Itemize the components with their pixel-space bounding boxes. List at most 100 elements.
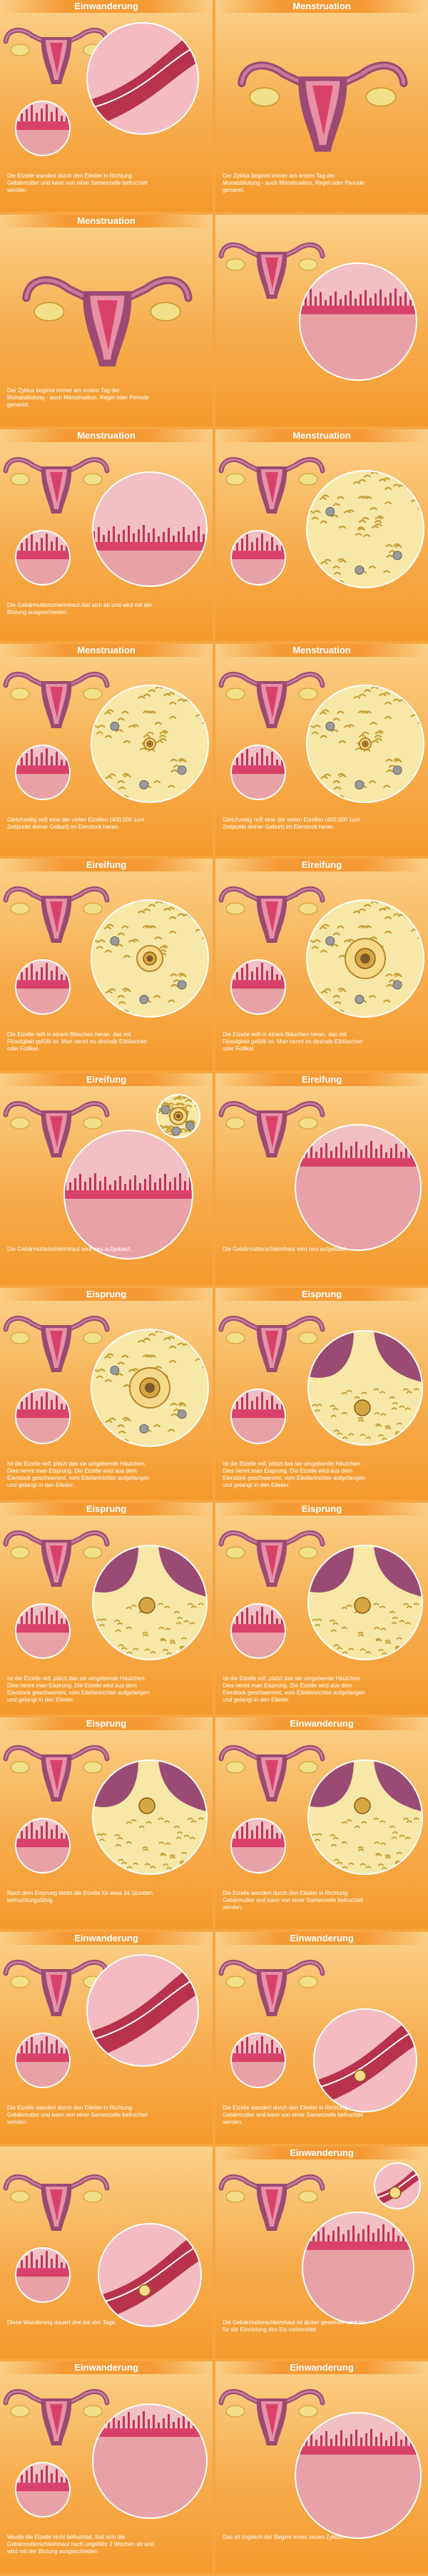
panel-title: Menstruation [215,644,428,657]
panel-title: Einwanderung [0,2361,213,2374]
lining-zoom-circle [231,1819,285,1873]
uterus-diagram-small [3,1530,110,1587]
uterus-diagram-small [218,672,325,728]
panel-6: Menstruation [215,429,428,641]
panel-caption: Die Eizelle wandert durch den Eileiter i… [7,173,148,193]
panel-illustration [3,22,199,156]
panel-title: Eireifung [215,859,428,872]
panel-illustration [218,886,424,1018]
panel-illustration [3,886,209,1018]
uterus-diagram-small [3,886,110,943]
ovary-zoom-circle [91,1329,208,1446]
panel-4 [215,215,428,426]
panel-caption: Der Zyklus beginnt immer am ersten Tag d… [223,173,365,193]
lining-zoom-circle [93,2404,207,2518]
panel-title: Eisprung [215,1503,428,1516]
lining-zoom-circle [16,531,70,585]
uterus-diagram-small [218,1745,325,1801]
uterus-diagram-small [218,2174,325,2231]
panel-illustration [3,1954,199,2088]
panel-illustration [3,1094,200,1259]
lining-zoom-circle [231,1604,285,1658]
panel-caption: Ist die Eizelle reif, platzt das sie umg… [223,1675,365,1703]
uterus-diagram-small [3,2174,110,2231]
ovulation-zoom-circle [93,1545,207,1660]
ovary-zoom-circle [157,1095,200,1138]
uterus-diagram-small [3,1316,110,1372]
lining-zoom-circle [64,1130,193,1259]
ovary-zoom-circle [307,471,424,588]
panel-illustration [3,672,209,803]
tube-zoom-circle [374,2163,420,2209]
uterus-diagram-small [3,2389,110,2445]
ovary-zoom-circle [91,900,208,1017]
panel-title: Eisprung [215,1288,428,1301]
panel-caption: Gleichzeitig reift eine der vielen Eizel… [7,817,145,830]
panel-illustration [218,242,417,381]
panel-illustration [218,457,424,588]
uterus-diagram-small [22,276,193,367]
panel-caption: Wurde die Eizelle nicht befruchtet, löst… [7,2534,154,2555]
panel-illustration [218,1745,423,1875]
panel-title: Eireifung [215,1073,428,1086]
panel-title: Einwanderung [215,2361,428,2374]
panel-illustration [218,1316,423,1446]
uterus-diagram-small [218,886,325,943]
panel-caption: Ist die Eizelle reif, platzt das sie umg… [223,1461,365,1488]
tube-zoom-circle [87,23,198,134]
panel-caption: Die Gebärmutterschleimhaut löst sich ab … [7,602,153,615]
panel-title: Eireifung [0,859,213,872]
panel-illustration [238,61,408,152]
lining-zoom-circle [16,101,70,155]
ovulation-zoom-circle [308,1331,422,1445]
panel-caption: Ist die Eizelle reif, platzt das sie umg… [7,1675,150,1703]
uterus-diagram-small [3,1745,110,1801]
panel-caption: Die Eizelle wandert durch den Eileiter i… [223,2105,364,2125]
lining-zoom-circle [231,2033,285,2087]
panel-title: Einwanderung [215,1932,428,1945]
tube-zoom-circle [87,1955,198,2066]
panel-caption: Gleichzeitig reift eine der vielen Eizel… [223,817,360,830]
panel-illustration [3,1316,209,1447]
panel-caption: Der Zyklus beginnt immer am ersten Tag d… [7,387,149,408]
panel-title: Eireifung [0,1073,213,1086]
panel-illustration [3,2389,208,2519]
panel-title: Einwanderung [0,1932,213,1945]
ovulation-zoom-circle [308,1545,422,1660]
panel-illustration [3,2174,202,2327]
panel-21: Diese Wanderung dauert drei bis vier Tag… [0,2147,213,2358]
panel-title: Eisprung [0,1288,213,1301]
panel-illustration [218,2389,422,2539]
panel-title: Menstruation [0,429,213,442]
panel-title: Menstruation [215,429,428,442]
panel-illustration [3,1530,208,1660]
uterus-diagram-small [238,61,408,152]
tube-zoom-circle [98,2224,201,2326]
uterus-diagram-small [3,1101,110,1157]
panel-caption: Ist die Eizelle reif, platzt das sie umg… [7,1461,150,1488]
uterus-diagram-small [218,1101,325,1157]
panel-caption: Die Gebärmutterschleimhaut ist dicker ge… [223,2319,365,2333]
panel-caption: Nach dem Eisprung bleibt die Eizelle für… [7,1890,153,1903]
panel-title: Menstruation [0,644,213,657]
lining-zoom-circle [16,745,70,799]
panel-caption: Diese Wanderung dauert drei bis vier Tag… [7,2319,117,2326]
lining-zoom-circle [231,745,285,799]
